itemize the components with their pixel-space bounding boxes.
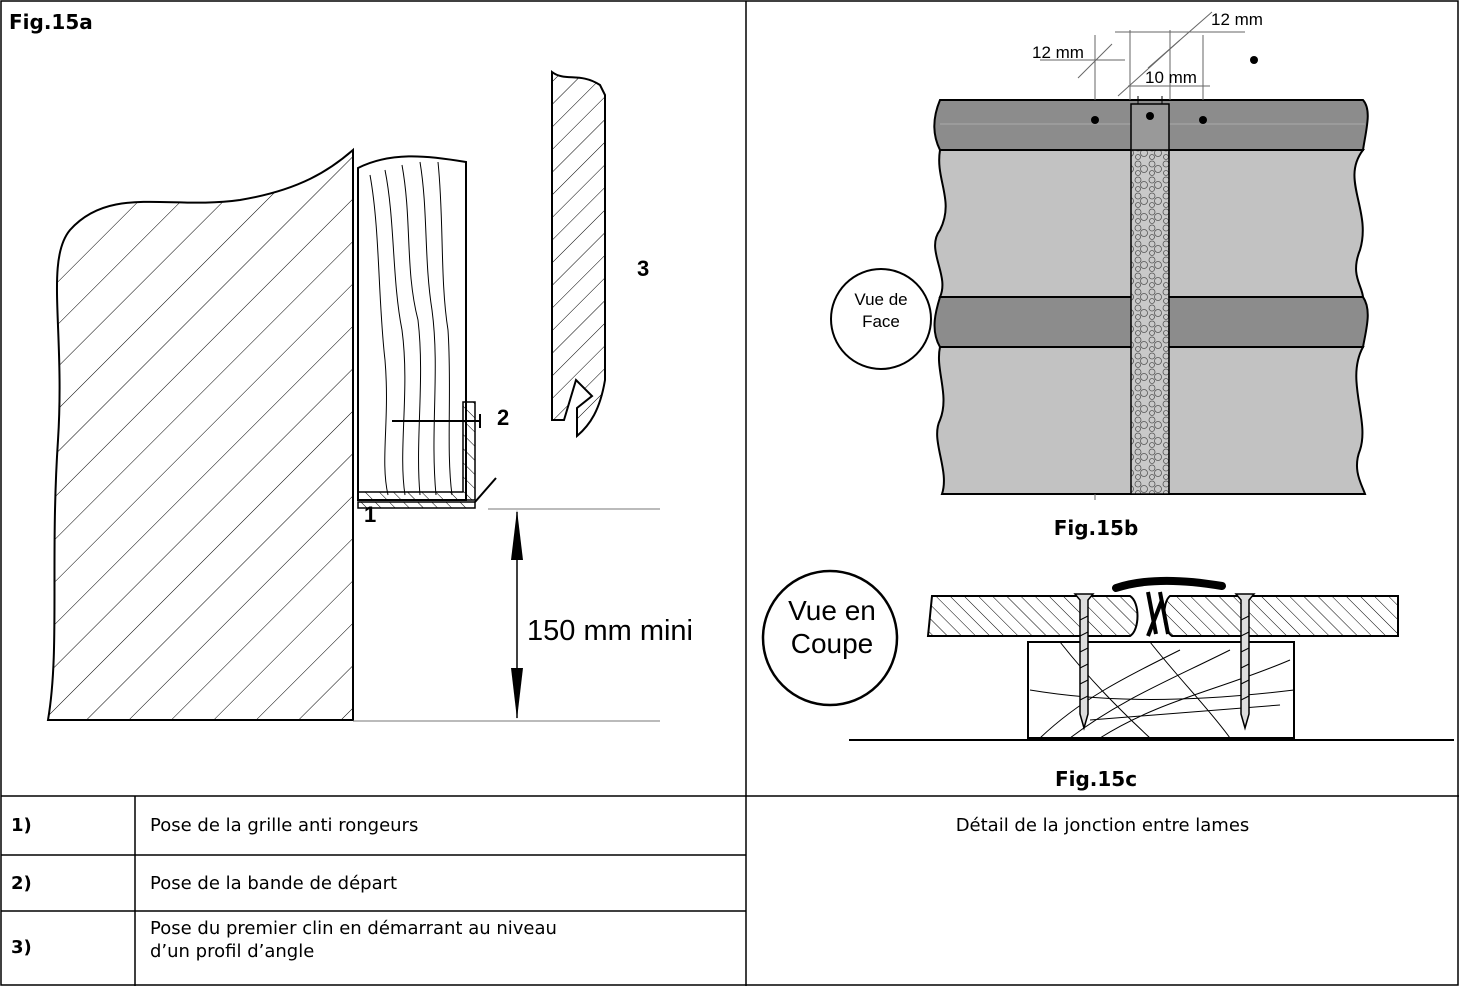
fig15b-title: Fig.15b bbox=[1054, 516, 1139, 540]
cladding-board bbox=[551, 69, 606, 439]
dimension-150mm: 150 mm mini bbox=[353, 508, 693, 722]
view-badge-section bbox=[761, 569, 899, 707]
dim-10mm: 10 mm bbox=[1145, 68, 1197, 87]
wall-section bbox=[46, 147, 354, 721]
screws bbox=[1073, 593, 1256, 731]
fig15a-drawing: Fig.15a 1 2 3 bbox=[9, 10, 693, 722]
batten bbox=[357, 155, 467, 501]
fig15c-title: Fig.15c bbox=[1055, 767, 1137, 791]
callout-1: 1 bbox=[364, 502, 376, 527]
fig15c-drawing: Vue en Coupe bbox=[761, 569, 1454, 791]
row-3-text-line2: d’un profil d’angle bbox=[150, 941, 315, 962]
view-face-line2: Face bbox=[862, 312, 900, 331]
dim-12mm-left: 12 mm bbox=[1032, 43, 1084, 62]
junction-caption: Détail de la jonction entre lames bbox=[955, 815, 1250, 836]
row-1-text: Pose de la grille anti rongeurs bbox=[150, 815, 419, 836]
view-section-line1: Vue en bbox=[788, 595, 876, 626]
nail bbox=[392, 414, 481, 428]
callout-3: 3 bbox=[637, 256, 649, 281]
dimension-label: 150 mm mini bbox=[527, 615, 693, 647]
view-section-line2: Coupe bbox=[791, 628, 874, 659]
dim-12mm-right: 12 mm bbox=[1211, 10, 1263, 29]
starter-profile bbox=[357, 401, 497, 509]
row-2-text: Pose de la bande de départ bbox=[150, 873, 398, 894]
view-face-line1: Vue de bbox=[854, 290, 907, 309]
fig15a-title: Fig.15a bbox=[9, 10, 93, 34]
row-3-text-line1: Pose du premier clin en démarrant au niv… bbox=[150, 918, 557, 939]
row-2-number: 2) bbox=[11, 873, 32, 894]
fig15b-drawing: 12 mm 12 mm 10 mm Vue de Face Fig.15b bbox=[830, 10, 1369, 540]
callout-2: 2 bbox=[497, 405, 509, 430]
row-3-number: 3) bbox=[11, 937, 32, 958]
view-badge-face bbox=[830, 268, 932, 370]
row-1-number: 1) bbox=[11, 815, 32, 836]
